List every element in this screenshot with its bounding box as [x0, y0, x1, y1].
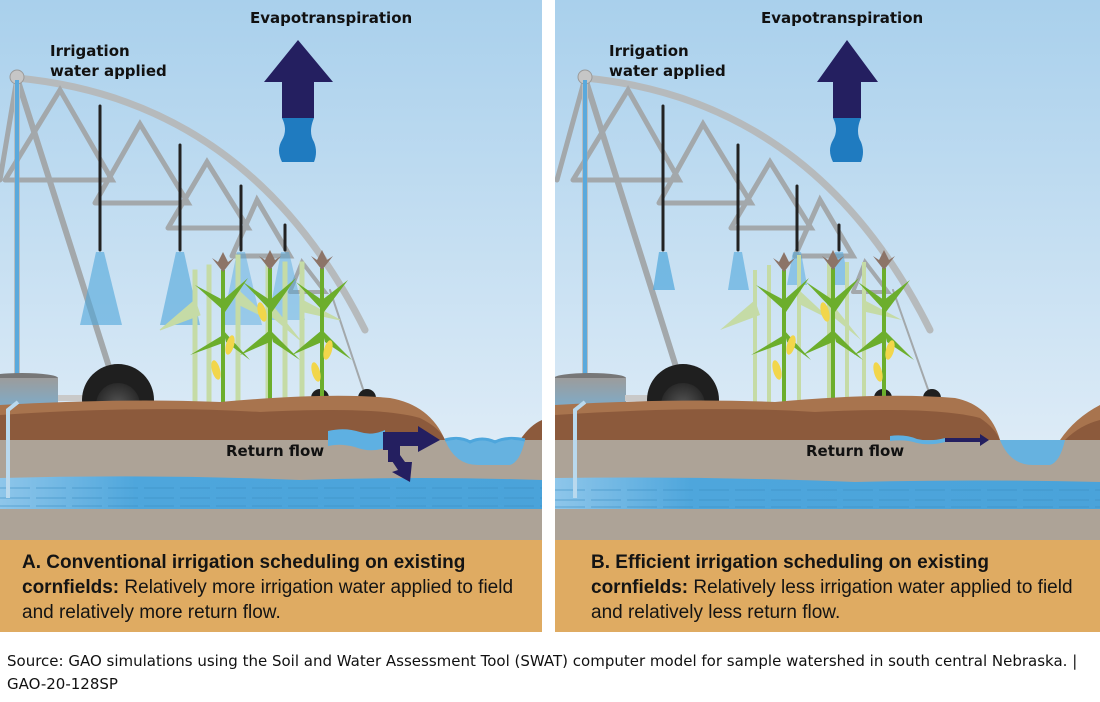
- caption-a-title: A. Conventional irrigation scheduling on…: [22, 552, 466, 598]
- caption-b-title: B. Efficient irrigation scheduling on ex…: [591, 552, 989, 598]
- scene-a-illustration: [0, 0, 542, 540]
- caption-a: A. Conventional irrigation scheduling on…: [22, 550, 532, 625]
- caption-a-description: Relatively more irrigation water applied…: [22, 577, 514, 623]
- return-flow-label: Return flow: [226, 442, 325, 460]
- return-flow-label: Return flow: [806, 442, 905, 460]
- irrigation-label-line1: Irrigation: [609, 42, 689, 60]
- corn-plants: [720, 250, 914, 410]
- return-flow-water: [890, 435, 945, 445]
- aquifer: [0, 476, 542, 509]
- irrigation-label-line2: water applied: [50, 62, 167, 80]
- caption-box-a: A. Conventional irrigation scheduling on…: [0, 540, 542, 632]
- scene-b-illustration: [555, 0, 1100, 540]
- panel-a-conventional: Evapotranspiration Irrigation water appl…: [0, 0, 542, 632]
- return-flow-arrow: [383, 426, 440, 482]
- irrigation-label-line1: Irrigation: [50, 42, 130, 60]
- evapotranspiration-arrow: [264, 40, 333, 162]
- return-flow-arrow: [945, 434, 989, 446]
- panel-b-efficient: Evapotranspiration Irrigation water appl…: [555, 0, 1100, 632]
- caption-box-b: B. Efficient irrigation scheduling on ex…: [555, 540, 1100, 632]
- evapotranspiration-arrow: [817, 40, 878, 162]
- return-flow-water: [328, 429, 385, 451]
- evapotranspiration-label: Evapotranspiration: [250, 9, 413, 27]
- caption-b-description: Relatively less irrigation water applied…: [591, 577, 1073, 623]
- irrigation-label-line2: water applied: [609, 62, 726, 80]
- source-note: Source: GAO simulations using the Soil a…: [7, 652, 1078, 693]
- stream: [1000, 440, 1065, 465]
- evapotranspiration-label: Evapotranspiration: [761, 9, 924, 27]
- caption-b: B. Efficient irrigation scheduling on ex…: [591, 550, 1091, 625]
- stream: [445, 440, 525, 465]
- corn-plants: [159, 250, 352, 411]
- topsoil: [555, 409, 1000, 440]
- aquifer: [555, 477, 1100, 509]
